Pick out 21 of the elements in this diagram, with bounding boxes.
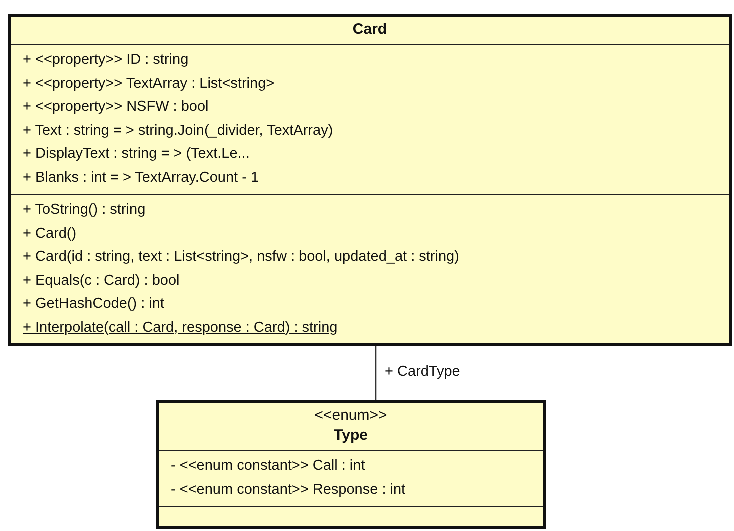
- attribute-text: + Blanks : int = > TextArray.Count - 1: [23, 168, 260, 188]
- attribute-text: + DisplayText : string = > (Text.Le...: [23, 145, 250, 164]
- class-box: [8, 14, 732, 346]
- attribute-text: + Text : string = > string.Join(_divider, TextArray): [23, 122, 334, 140]
- class-name: Card: [352, 20, 388, 40]
- attribute-text: - <<enum constant>> Response : int: [171, 480, 406, 500]
- operation-text: + Card(id : string, text : List<string>, nsfw : bool, updated_at : string): [23, 248, 460, 267]
- operation-text: + Equals(c : Card) : bool: [23, 272, 180, 290]
- operation-text: + Card(): [23, 224, 77, 244]
- operation-text: + ToString() : string: [23, 201, 146, 220]
- stereotype-text: <<enum>>: [314, 406, 388, 426]
- operation-text: + Interpolate(call : Card, response : Card) : string: [23, 318, 338, 338]
- attribute-text: + <<property>> ID : string: [23, 51, 189, 70]
- edge-label: + CardType: [383, 364, 462, 380]
- class-box: [156, 400, 546, 529]
- operation-text: + GetHashCode() : int: [23, 295, 164, 314]
- attribute-text: + <<property>> NSFW : bool: [23, 98, 209, 117]
- attribute-text: + <<property>> TextArray : List<string>: [23, 74, 275, 94]
- association-line: [375, 346, 377, 400]
- attribute-text: - <<enum constant>> Call : int: [171, 457, 366, 476]
- class-name: Type: [334, 426, 368, 446]
